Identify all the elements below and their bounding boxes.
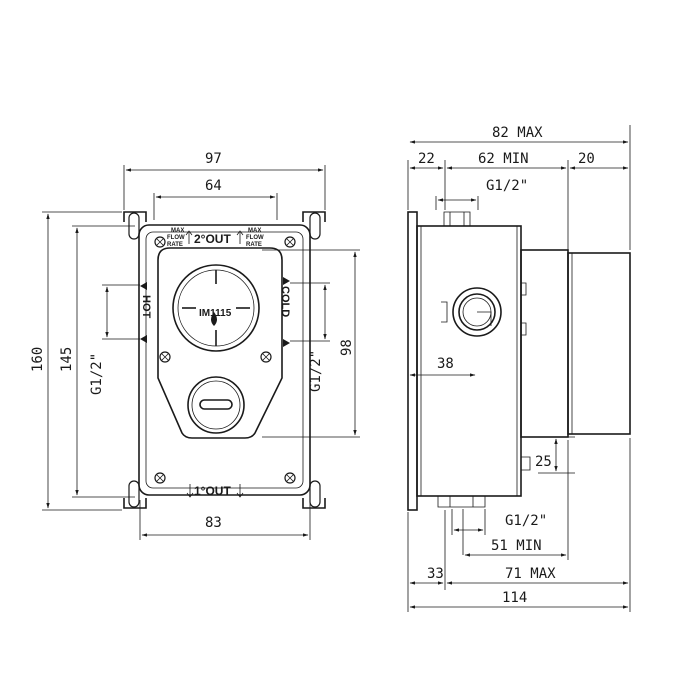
dim-62-min: 62 MIN xyxy=(478,151,529,167)
dim-thread-bottom: G1/2" xyxy=(505,513,547,529)
out-1-label: 1°OUT xyxy=(194,484,231,498)
svg-text:MAX: MAX xyxy=(248,228,261,234)
svg-text:RATE: RATE xyxy=(167,242,183,248)
mounting-ear-top-right xyxy=(302,211,326,240)
front-plate xyxy=(138,224,311,496)
dim-thread-left: G1/2" xyxy=(89,353,105,395)
dim-25: 25 xyxy=(535,454,552,470)
dim-160: 160 xyxy=(30,347,46,372)
mounting-ear-bottom-left xyxy=(123,480,147,509)
arrow-up-icon xyxy=(185,230,193,244)
mounting-ear-top-left xyxy=(123,211,147,240)
dim-20: 20 xyxy=(578,151,595,167)
dim-98: 98 xyxy=(339,339,355,356)
dim-145: 145 xyxy=(59,347,75,372)
dim-82-max: 82 MAX xyxy=(492,125,543,141)
top-labels: MAX FLOW RATE 2°OUT MAX FLOW RATE xyxy=(167,228,264,248)
model-label: IM1115 xyxy=(199,308,232,319)
side-box xyxy=(416,225,522,497)
dim-38: 38 xyxy=(437,356,454,372)
side-view: 82 MAX 22 62 MIN 20 G1/2" 38 25 G1/2" 51… xyxy=(407,125,631,612)
mixer-knob: IM1115 xyxy=(172,264,260,352)
out-2-label: 2°OUT xyxy=(194,232,231,246)
bottom-label: 1°OUT xyxy=(186,484,244,498)
svg-text:FLOW: FLOW xyxy=(167,235,185,241)
svg-text:RATE: RATE xyxy=(246,242,262,248)
dim-22: 22 xyxy=(418,151,435,167)
dim-64: 64 xyxy=(205,178,222,194)
cartridge-outline xyxy=(157,247,283,439)
side-flange xyxy=(407,211,418,511)
arrow-down-icon xyxy=(236,484,244,498)
drop-icon xyxy=(211,312,217,326)
dim-thread-right: G1/2" xyxy=(308,350,324,392)
hot-label: HOT xyxy=(140,295,152,319)
dim-97: 97 xyxy=(205,151,222,167)
dim-83: 83 xyxy=(205,515,222,531)
mounting-ear-bottom-right xyxy=(302,480,326,509)
dim-51-min: 51 MIN xyxy=(491,538,542,554)
svg-text:FLOW: FLOW xyxy=(246,235,264,241)
arrow-up-icon xyxy=(236,230,244,244)
side-port xyxy=(452,287,502,337)
diverter-knob xyxy=(187,376,245,434)
svg-text:MAX: MAX xyxy=(171,228,184,234)
dim-thread-top: G1/2" xyxy=(486,178,528,194)
front-view: IM1115 MAX FLOW RATE 2°OUT MAX FLOW RATE… xyxy=(30,151,360,540)
side-cap xyxy=(520,249,569,438)
dim-114: 114 xyxy=(502,590,527,606)
arrow-down-icon xyxy=(186,484,194,498)
dim-33: 33 xyxy=(427,566,444,582)
cold-label: COLD xyxy=(279,286,291,317)
dim-71-max: 71 MAX xyxy=(505,566,556,582)
screw-icons xyxy=(154,236,296,484)
